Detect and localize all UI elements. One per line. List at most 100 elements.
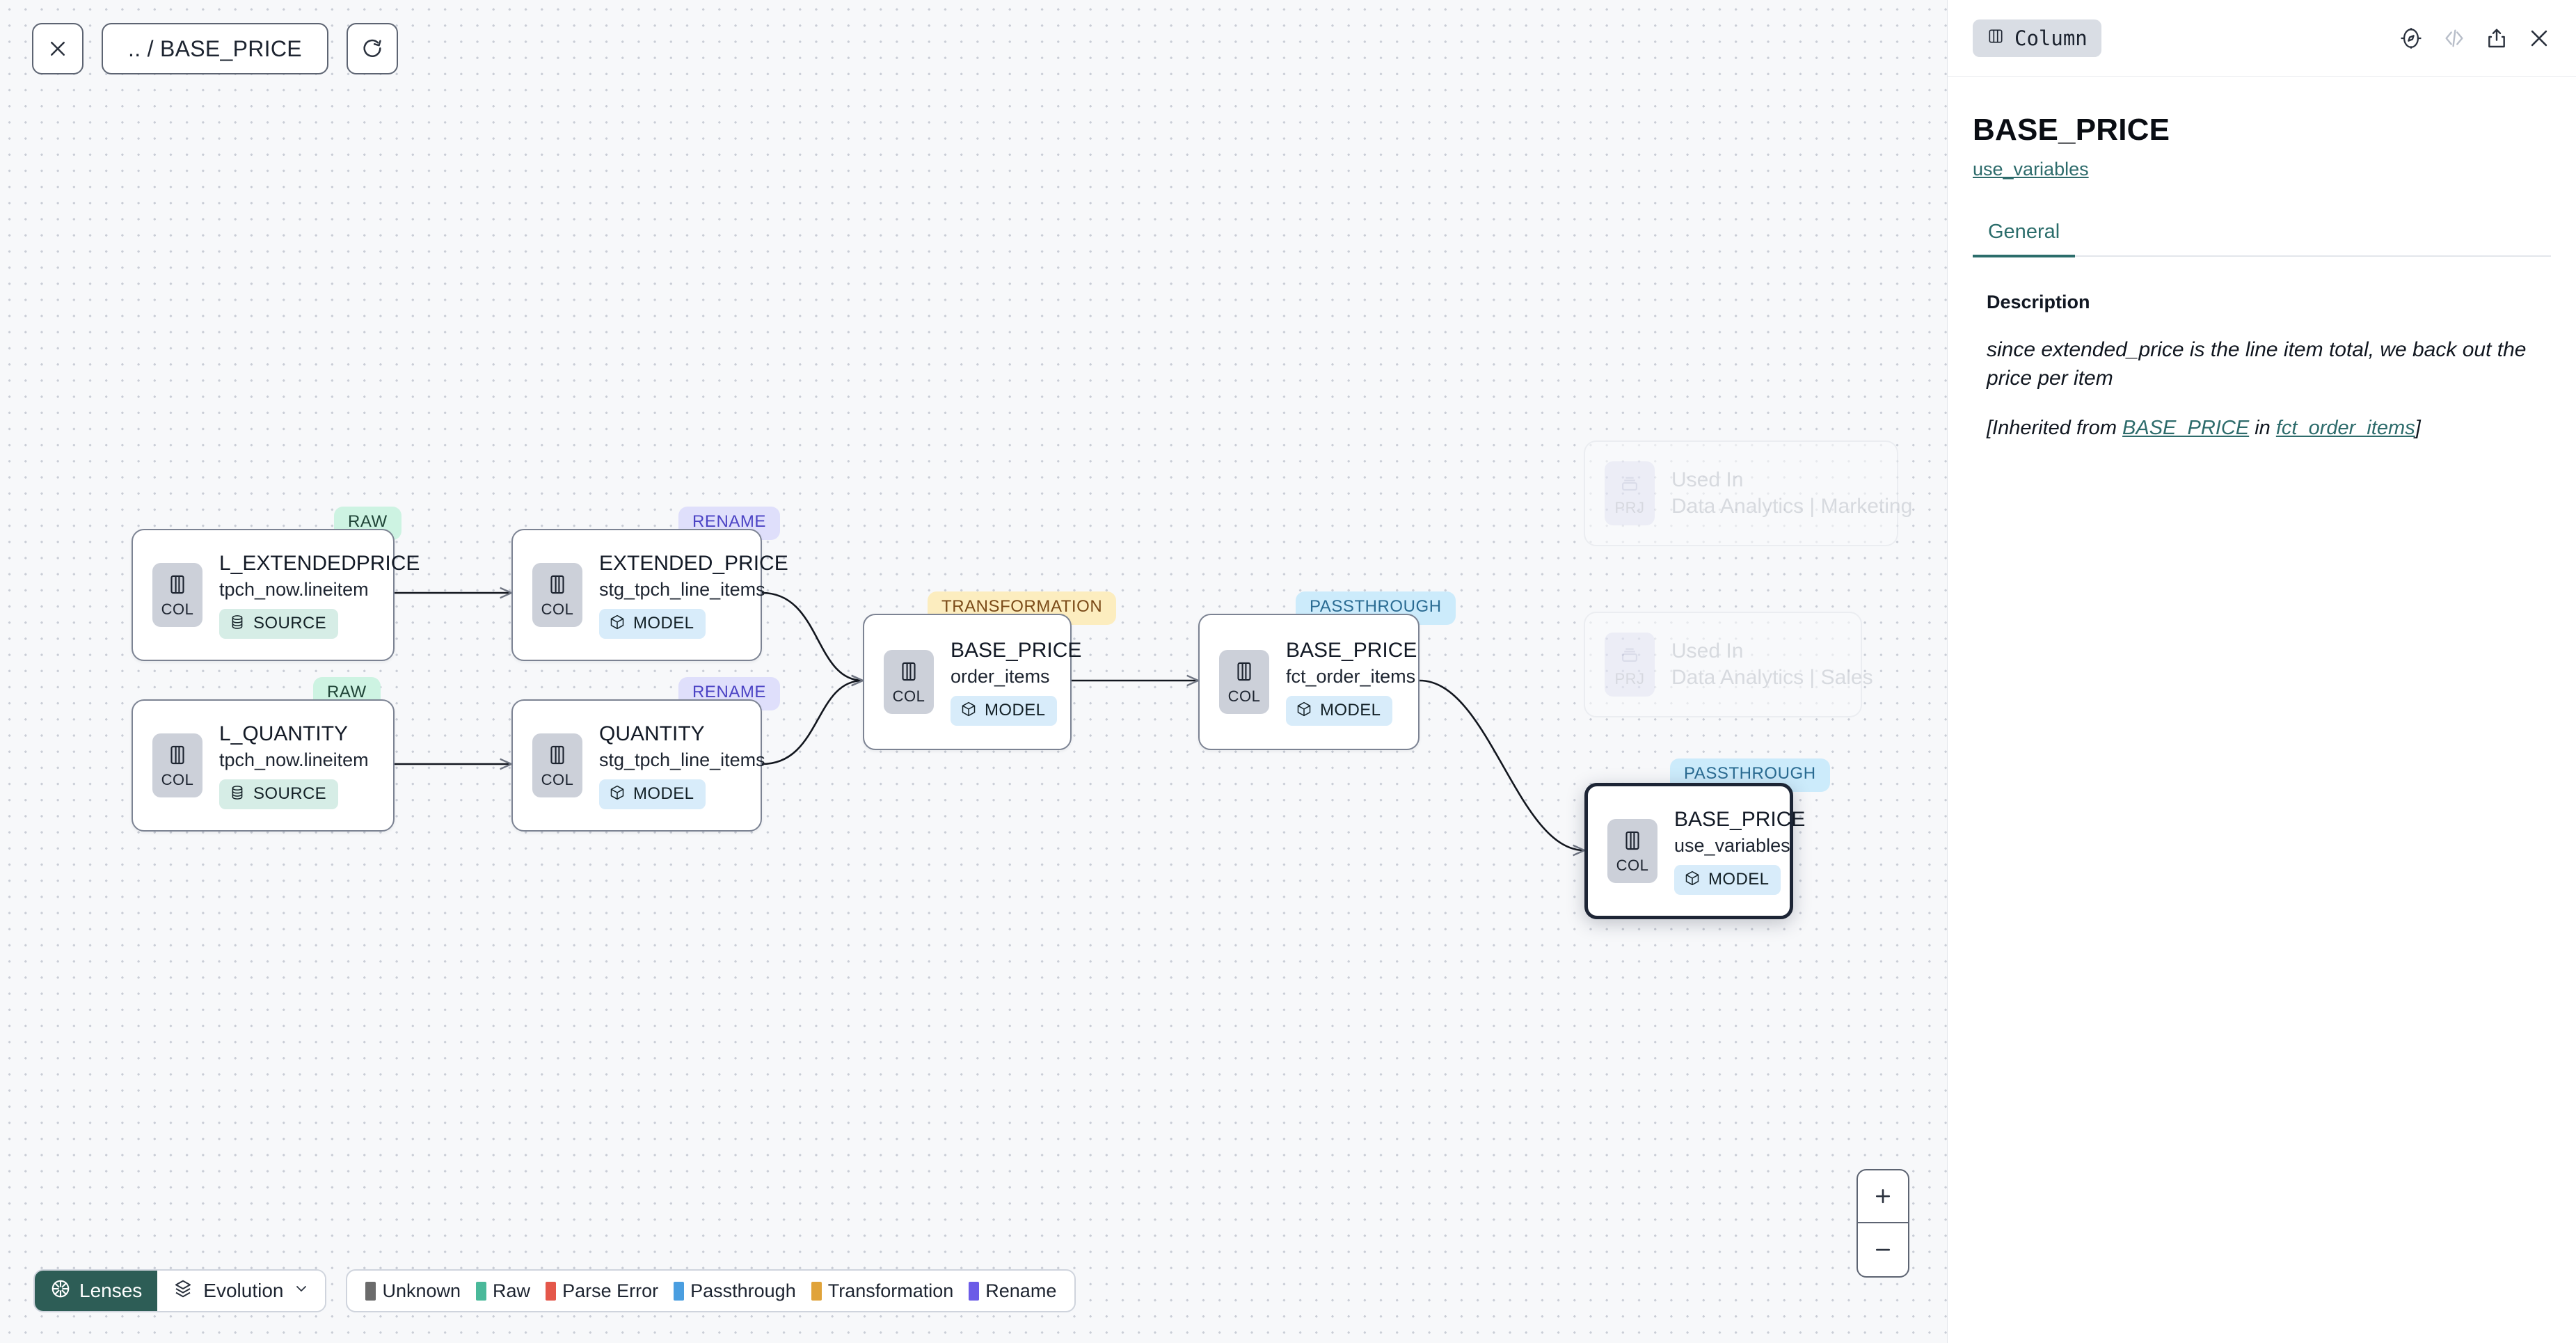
aperture-icon [50, 1278, 71, 1304]
node-badge-label: MODEL [1320, 701, 1381, 720]
code-icon[interactable] [2442, 26, 2466, 50]
evolution-dropdown[interactable]: Evolution [157, 1271, 326, 1311]
parent-entity-link[interactable]: use_variables [1973, 159, 2089, 180]
node-badge-model: MODEL [599, 779, 706, 809]
node-type-icon-box: COL [1607, 819, 1657, 883]
panel-body: Description since extended_price is the … [1948, 257, 2576, 440]
database-icon [229, 614, 246, 634]
node-type-icon-box: COL [884, 650, 934, 714]
node-type-label: COL [1616, 857, 1649, 874]
lenses-label: Lenses [79, 1280, 143, 1301]
inherited-prefix: [Inherited from [1987, 416, 2123, 439]
node-subtitle: order_items [951, 665, 1050, 687]
node-badge-label: MODEL [1708, 870, 1770, 889]
node-subtitle: Data Analytics | Sales [1671, 666, 1873, 690]
cube-icon [609, 614, 626, 634]
legend-item[interactable]: Rename [969, 1280, 1056, 1302]
node-subtitle: stg_tpch_line_items [599, 749, 765, 770]
column-icon [1987, 26, 2005, 50]
legend-swatch [969, 1281, 980, 1301]
node-badge-label: SOURCE [253, 784, 327, 804]
node-badge-model: MODEL [599, 608, 706, 639]
node-type-icon-box: COL [1219, 650, 1269, 714]
legend-item[interactable]: Parse Error [546, 1280, 658, 1302]
node-subtitle: fct_order_items [1286, 665, 1416, 687]
cube-icon [1296, 701, 1312, 721]
column-icon [546, 743, 569, 770]
legend-swatch [365, 1281, 376, 1301]
refresh-button[interactable] [346, 23, 398, 74]
legend-label: Unknown [382, 1280, 461, 1301]
tab-general[interactable]: General [1973, 221, 2076, 257]
legend-item[interactable]: Passthrough [674, 1280, 796, 1302]
evolution-label: Evolution [203, 1280, 284, 1301]
node-badge-source: SOURCE [219, 779, 339, 809]
legend-item[interactable]: Unknown [365, 1280, 461, 1302]
node-subtitle: use_variables [1674, 834, 1790, 856]
compass-icon[interactable] [2399, 26, 2423, 50]
column-icon [1232, 660, 1256, 687]
inherited-suffix: ] [2415, 416, 2421, 439]
cube-icon [960, 701, 977, 721]
node-type-label: PRJ [1614, 499, 1645, 516]
node-type-label: PRJ [1614, 670, 1645, 688]
node-badge-label: MODEL [633, 784, 694, 804]
page-title: BASE_PRICE [1973, 113, 2170, 147]
share-icon[interactable] [2486, 27, 2508, 49]
panel-close-icon[interactable] [2527, 26, 2551, 50]
legend-swatch [476, 1281, 487, 1301]
node-title: BASE_PRICE [951, 639, 1082, 662]
description-inherited-note: [Inherited from BASE_PRICE in fct_order_… [1987, 417, 2551, 440]
node-badge-label: MODEL [633, 614, 694, 633]
close-icon [47, 38, 68, 59]
entity-type-label: Column [2014, 26, 2088, 50]
node-type-icon-box: COL [152, 563, 202, 627]
zoom-out-button[interactable] [1858, 1223, 1908, 1276]
node-type-label: COL [541, 771, 574, 788]
node-type-icon-box: COL [152, 733, 202, 797]
legend-swatch [811, 1281, 822, 1301]
node-type-icon-box: COL [532, 563, 582, 627]
plus-icon [1875, 1189, 1891, 1204]
node-type-icon-box: PRJ [1605, 633, 1655, 697]
legend-label: Parse Error [562, 1280, 659, 1301]
chevron-down-icon [293, 1280, 310, 1302]
node-type-icon-box: COL [532, 733, 582, 797]
legend-swatch [674, 1281, 685, 1301]
legend-item[interactable]: Raw [476, 1280, 530, 1302]
panel-header-actions [2399, 26, 2551, 50]
panel-header: Column [1948, 0, 2576, 77]
breadcrumb[interactable]: .. / BASE_PRICE [102, 23, 328, 74]
cube-icon [609, 784, 626, 804]
close-button[interactable] [32, 23, 84, 74]
zoom-in-button[interactable] [1858, 1170, 1908, 1223]
inherited-column-link[interactable]: BASE_PRICE [2122, 416, 2250, 439]
database-icon [229, 784, 246, 804]
column-icon [546, 573, 569, 600]
legend-item[interactable]: Transformation [811, 1280, 953, 1302]
node-title: L_EXTENDEDPRICE [219, 552, 420, 575]
node-title: EXTENDED_PRICE [599, 552, 788, 575]
lenses-button[interactable]: Lenses [35, 1271, 158, 1311]
node-title: Used In [1671, 468, 1744, 491]
minus-icon [1875, 1248, 1891, 1251]
details-side-panel: Column [1947, 0, 2576, 1343]
inherited-model-link[interactable]: fct_order_items [2275, 416, 2415, 439]
